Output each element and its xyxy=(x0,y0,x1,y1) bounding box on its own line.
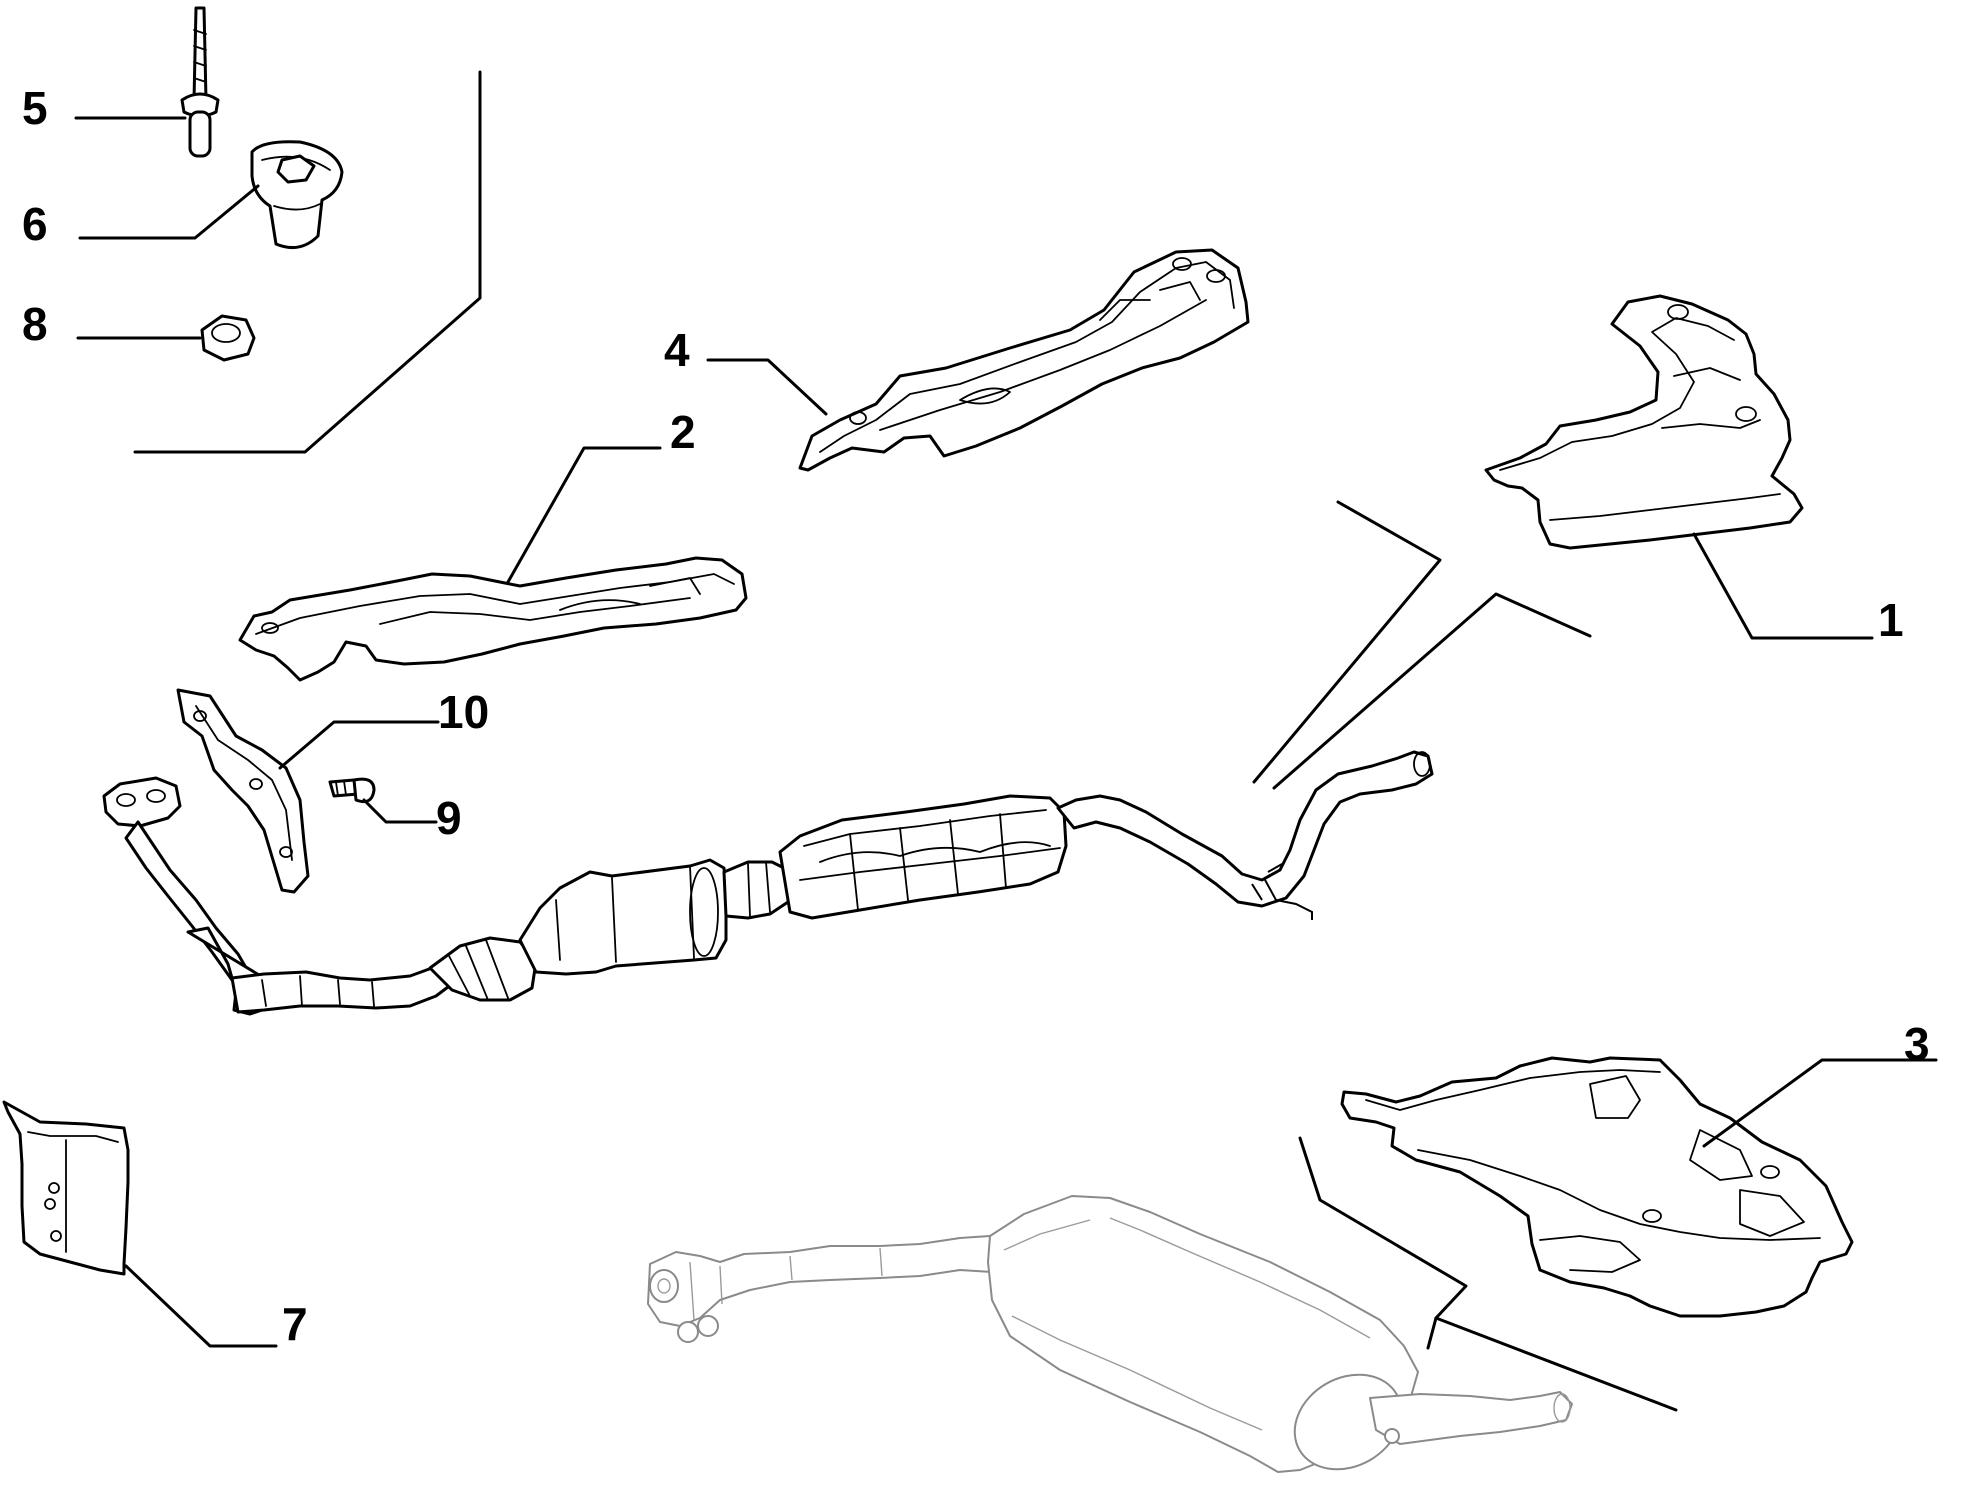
leader-1 xyxy=(1692,532,1874,640)
leader-4 xyxy=(706,358,828,416)
callout-4: 4 xyxy=(664,324,690,376)
leader-9 xyxy=(362,798,438,824)
leader-10 xyxy=(278,720,440,770)
leader-6 xyxy=(78,184,260,240)
part-7-shield-plate xyxy=(2,1100,130,1276)
small-parts-group-divider xyxy=(133,70,482,454)
rear-muffler-reference xyxy=(647,1195,1573,1473)
part-5-pin xyxy=(180,6,220,158)
callout-8: 8 xyxy=(22,298,48,350)
callout-2: 2 xyxy=(670,406,696,458)
connector-to-part-3-upper xyxy=(1298,1136,1678,1412)
callout-3: 3 xyxy=(1904,1018,1930,1070)
leader-3 xyxy=(1702,1058,1938,1148)
callout-7: 7 xyxy=(282,1298,308,1350)
part-9-bolt xyxy=(328,777,376,804)
callout-9: 9 xyxy=(436,792,462,844)
part-2-heat-shield xyxy=(238,556,748,682)
connector-to-part-1-lower xyxy=(1272,592,1592,790)
part-6-grommet xyxy=(250,140,344,250)
part-1-heat-shield xyxy=(1484,294,1804,550)
part-4-heat-shield xyxy=(798,248,1250,472)
exhaust-front-assembly xyxy=(102,750,1434,1016)
callout-10: 10 xyxy=(438,686,489,738)
part-3-heat-shield xyxy=(1340,1056,1854,1318)
callout-5: 5 xyxy=(22,82,48,134)
connector-to-part-3-lower xyxy=(1426,1316,1438,1350)
leader-7 xyxy=(124,1264,278,1348)
callout-1: 1 xyxy=(1878,594,1904,646)
connector-to-part-1-upper xyxy=(1252,500,1442,784)
leader-2 xyxy=(506,446,662,584)
part-10-bracket xyxy=(176,688,310,894)
callout-6: 6 xyxy=(22,198,48,250)
part-8-nut xyxy=(200,314,256,362)
